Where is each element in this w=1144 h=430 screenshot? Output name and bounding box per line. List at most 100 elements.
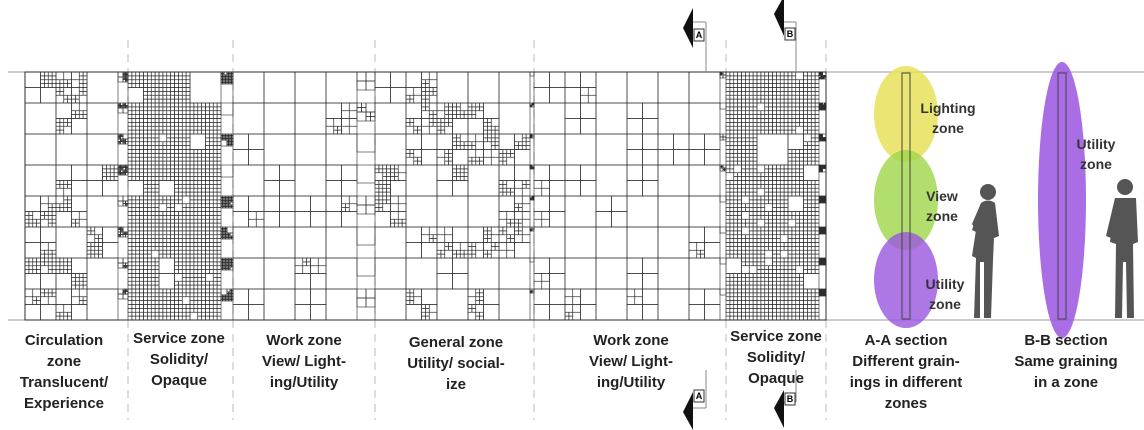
facade-cell — [776, 234, 781, 239]
facade-cell — [189, 265, 195, 270]
facade-cell — [448, 160, 453, 166]
facade-cell — [803, 215, 808, 220]
facade-cell — [760, 110, 766, 115]
facade-cell — [779, 71, 785, 77]
facade-cell — [201, 110, 206, 115]
facade-cell — [814, 98, 820, 104]
facade-cell — [772, 269, 777, 274]
facade-cell — [55, 261, 61, 267]
facade-cell — [341, 211, 358, 228]
facade-cell — [205, 311, 210, 317]
facade-cell — [40, 296, 49, 305]
facade-cell — [764, 129, 769, 135]
facade-cell — [494, 137, 500, 143]
facade-cell — [729, 230, 735, 236]
facade-cell — [127, 199, 133, 205]
facade-cell — [611, 211, 628, 228]
facade-cell — [729, 133, 735, 139]
facade-cell — [764, 222, 769, 228]
facade-cell — [810, 257, 816, 263]
facade-cell — [405, 226, 422, 243]
facade-cell — [356, 164, 376, 184]
facade-cell — [688, 164, 721, 197]
facade-cell — [162, 149, 168, 154]
facade-cell — [209, 261, 214, 267]
facade-cell — [127, 129, 133, 135]
facade-cell — [181, 273, 187, 278]
facade-cell — [745, 71, 750, 77]
facade-cell — [799, 246, 804, 251]
facade-cell — [803, 207, 808, 212]
facade-cell — [748, 98, 754, 104]
facade-cell — [131, 125, 137, 131]
facade-cell — [729, 87, 735, 92]
facade-cell — [626, 296, 636, 305]
facade-cell — [444, 106, 449, 112]
facade-cell — [166, 149, 171, 154]
facade-cell — [120, 141, 124, 145]
facade-cell — [479, 106, 484, 112]
facade-cell — [772, 288, 777, 294]
facade-cell — [216, 300, 222, 305]
facade-cell — [193, 195, 199, 201]
facade-cell — [807, 91, 812, 96]
facade-cell — [733, 133, 738, 139]
person-silhouette-icon — [1106, 179, 1138, 318]
facade-cell — [483, 133, 488, 139]
facade-cell — [102, 168, 107, 174]
facade-cell — [197, 226, 202, 232]
facade-cell — [704, 242, 721, 259]
facade-cell — [63, 207, 68, 212]
facade-cell — [189, 261, 195, 267]
facade-cell — [325, 211, 342, 228]
facade-cell — [733, 79, 738, 84]
facade-cell — [725, 199, 731, 205]
facade-cell — [745, 218, 750, 224]
facade-cell — [752, 203, 758, 208]
facade-cell — [475, 149, 484, 158]
facade-cell — [193, 184, 199, 189]
facade-cell — [44, 79, 49, 84]
facade-cell — [158, 122, 164, 127]
facade-cell — [510, 191, 515, 197]
facade-cell — [626, 195, 659, 228]
facade-cell — [131, 79, 137, 84]
facade-cell — [127, 156, 133, 162]
facade-cell — [514, 207, 519, 212]
facade-cell — [413, 149, 422, 158]
facade-cell — [760, 83, 766, 88]
facade-cell — [356, 133, 376, 153]
facade-cell — [345, 207, 350, 212]
facade-cell — [248, 218, 257, 228]
facade-cell — [657, 164, 690, 197]
facade-cell — [394, 222, 399, 228]
facade-cell — [106, 164, 111, 170]
facade-cell — [733, 280, 738, 286]
facade-cell — [166, 75, 171, 81]
facade-cell — [216, 273, 222, 278]
facade-cell — [787, 273, 793, 278]
facade-cell — [212, 203, 218, 208]
facade-cell — [135, 253, 140, 259]
facade-cell — [756, 215, 762, 220]
facade-cell — [47, 261, 53, 267]
facade-cell — [75, 222, 80, 228]
facade-cell — [216, 180, 222, 185]
facade-cell — [748, 215, 754, 220]
facade-cell — [729, 195, 735, 201]
facade-cell — [374, 211, 391, 228]
facade-cell — [55, 304, 65, 313]
facade-cell — [131, 172, 137, 177]
facade-cell — [471, 242, 477, 247]
facade-cell — [421, 315, 426, 321]
facade-cell — [479, 288, 484, 294]
facade-cell — [212, 246, 218, 251]
facade-cell — [374, 207, 380, 212]
facade-cell — [147, 160, 152, 166]
facade-cell — [725, 238, 731, 243]
facade-cell — [741, 168, 746, 174]
facade-cell — [36, 257, 41, 263]
facade-cell — [779, 91, 785, 96]
facade-cell — [209, 230, 214, 236]
facade-cell — [185, 156, 191, 162]
